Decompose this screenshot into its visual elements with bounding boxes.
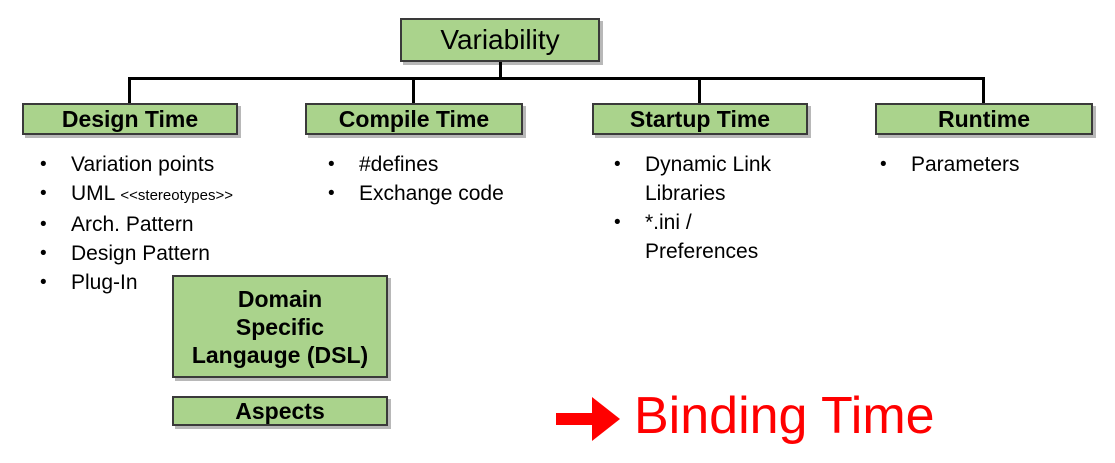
bullet-icon: • <box>614 212 621 233</box>
list-item: • Design Pattern <box>38 239 306 268</box>
branch-label-runtime: Runtime <box>938 105 1030 132</box>
runtime-list: • Parameters <box>878 150 1103 179</box>
list-item: • Parameters <box>878 150 1103 179</box>
stereotypes-note: <<stereotypes>> <box>120 187 233 204</box>
branch-box-runtime: Runtime <box>875 103 1093 135</box>
right-arrow-icon <box>556 397 620 441</box>
variability-root-label: Variability <box>440 24 560 55</box>
list-item: • *.ini / Preferences <box>612 208 790 266</box>
binding-time-label: Binding Time <box>634 387 935 445</box>
dsl-box: Domain Specific Langauge (DSL) <box>172 275 388 378</box>
dsl-line-1: Domain <box>237 285 323 312</box>
bullet-icon: • <box>40 272 47 293</box>
dsl-line-2: Specific <box>235 313 325 340</box>
connector-drop-runtime <box>982 77 985 103</box>
list-item: • #defines <box>326 150 556 179</box>
bullet-icon: • <box>40 183 47 204</box>
branch-box-compile-time: Compile Time <box>305 103 523 135</box>
bullet-icon: • <box>328 154 335 175</box>
list-item: • Variation points <box>38 150 306 179</box>
branch-label-compile-time: Compile Time <box>338 105 490 132</box>
connector-drop-startup-time <box>698 77 701 103</box>
connector-horizontal <box>128 77 985 80</box>
aspects-box: Aspects <box>172 396 388 426</box>
bullet-icon: • <box>880 154 887 175</box>
bullet-icon: • <box>40 214 47 235</box>
bullet-icon: • <box>614 154 621 175</box>
compile-time-list: • #defines • Exchange code <box>326 150 556 208</box>
aspects-label: Aspects <box>235 397 325 424</box>
startup-time-list: • Dynamic Link Libraries • *.ini / Prefe… <box>612 150 790 266</box>
connector-drop-compile-time <box>412 77 415 103</box>
branch-box-startup-time: Startup Time <box>592 103 808 135</box>
list-item: • Plug-In <box>38 268 306 297</box>
branch-box-design-time: Design Time <box>22 103 238 135</box>
branch-label-design-time: Design Time <box>61 105 199 132</box>
variability-root-box: Variability <box>400 18 600 62</box>
connector-trunk <box>499 62 502 78</box>
bullet-icon: • <box>40 243 47 264</box>
bullet-icon: • <box>328 183 335 204</box>
connector-drop-design-time <box>128 77 131 103</box>
list-item: • Dynamic Link Libraries <box>612 150 790 208</box>
list-item: • UML <<stereotypes>> <box>38 179 306 210</box>
list-item: • Arch. Pattern <box>38 210 306 239</box>
list-item: • Exchange code <box>326 179 556 208</box>
design-time-list: • Variation points • UML <<stereotypes>>… <box>38 150 306 297</box>
dsl-line-3: Langauge (DSL) <box>191 341 369 368</box>
bullet-icon: • <box>40 154 47 175</box>
branch-label-startup-time: Startup Time <box>629 105 771 132</box>
